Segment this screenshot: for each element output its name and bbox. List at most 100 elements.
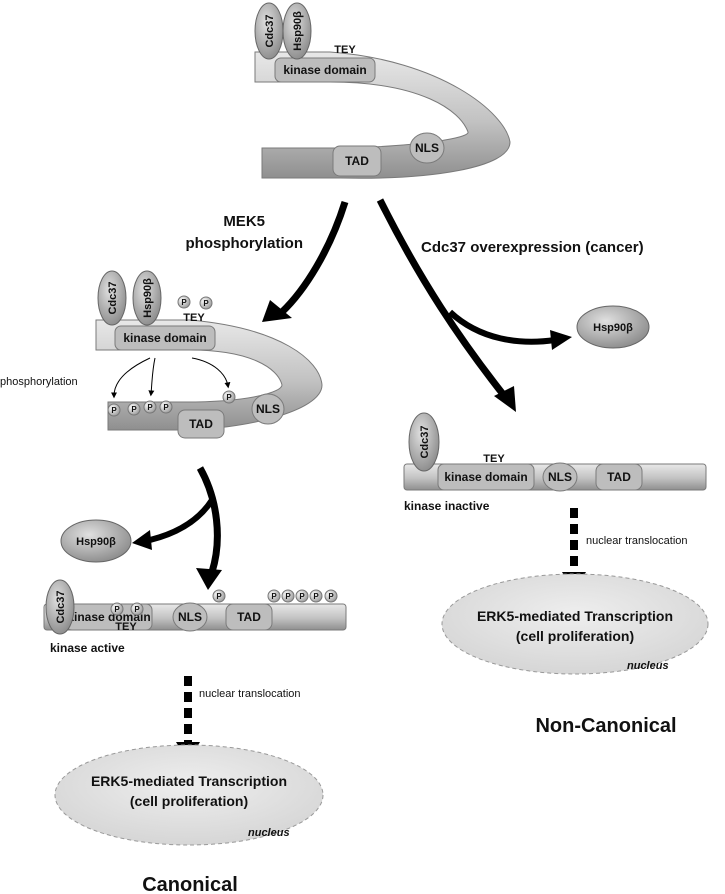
phosphate-circle (281, 589, 295, 603)
kinase-domain-box (114, 325, 216, 351)
phosphate-circle (212, 589, 226, 603)
cdc37-chaperone (97, 270, 127, 326)
phosphate-circle (295, 589, 309, 603)
mek5-label: MEK5 (223, 213, 265, 230)
tey-label: TEY (334, 44, 356, 56)
phosphate-circle (107, 403, 121, 417)
phosphate-label: P (226, 393, 232, 402)
phosphate-circle (222, 390, 236, 404)
erk5-active-linear: kinase domain NLS TAD Cdc37 TEY P P P P … (43, 579, 347, 635)
cdc37-overexpression-label: Cdc37 overexpression (cancer) (421, 239, 644, 256)
erk5-inactive-top: kinase domain TAD NLS Cdc37 Hsp90β TEY (254, 2, 511, 179)
nucleus-left-label: nucleus (248, 827, 290, 839)
phosphate-label: P (163, 403, 169, 412)
tey-label: TEY (483, 453, 505, 465)
cdc37-label: Cdc37 (264, 14, 276, 47)
canonical-title: Canonical (142, 874, 238, 894)
tad-label: TAD (237, 610, 261, 624)
phosphate-circle (267, 589, 281, 603)
nls-label: NLS (548, 470, 572, 484)
erk5-inactive-linear: kinase domain NLS TAD Cdc37 TEY (403, 412, 707, 492)
phosphate-circle (177, 295, 191, 309)
nucleus-right-line1: ERK5-mediated Transcription (477, 608, 673, 624)
tad-label: TAD (189, 417, 213, 431)
kinase-domain-box (437, 463, 535, 491)
nuclear-translocation-right-label: nuclear translocation (586, 535, 688, 547)
phospho-group: P P P P P P P P (110, 589, 338, 616)
phosphorylation-text: phosphorylation (0, 376, 78, 388)
phosphate-circle (130, 602, 144, 616)
nucleus-left (54, 744, 324, 846)
phosphorylation-curved-arrows (111, 357, 231, 399)
tey-label: TEY (115, 621, 137, 633)
phosphate-label: P (181, 298, 187, 307)
nls-box (542, 462, 578, 492)
nls-label: NLS (256, 402, 280, 416)
hsp90-chaperone (132, 270, 162, 326)
kinase-domain-label: kinase domain (283, 63, 366, 77)
tad-box (177, 409, 225, 439)
phospho-group: P P P P P P P (107, 295, 236, 417)
cdc37-label: Cdc37 (55, 590, 67, 623)
kinase-domain-box (274, 57, 376, 83)
phosphate-label: P (216, 592, 222, 601)
nucleus-right (441, 573, 709, 675)
tad-label: TAD (345, 154, 369, 168)
tad-box (595, 463, 643, 491)
cdc37-overexpression-arrow (376, 198, 572, 412)
phosphate-circle (309, 589, 323, 603)
tad-box (225, 603, 273, 631)
tad-box (332, 145, 382, 177)
phosphate-label: P (134, 605, 140, 614)
nls-label: NLS (415, 141, 439, 155)
release-hsp90-arrow (132, 466, 222, 590)
phosphate-circle (127, 402, 141, 416)
nls-label: NLS (178, 610, 202, 624)
hsp90-released-right-label: Hsp90β (593, 322, 633, 334)
hsp90-chaperone (282, 2, 312, 60)
hsp90-released-left (60, 519, 132, 563)
tey-label: TEY (183, 312, 205, 324)
phosphate-label: P (114, 605, 120, 614)
nls-box (409, 132, 445, 164)
phosphate-label: P (147, 403, 153, 412)
kinase-domain-label: kinase domain (123, 331, 206, 345)
phosphate-label: P (313, 592, 319, 601)
hsp90-label: Hsp90β (142, 278, 154, 318)
nuclear-translocation-left-label: nuclear translocation (199, 688, 301, 700)
kinase-inactive-label: kinase inactive (404, 499, 490, 513)
phosphate-label: P (131, 405, 137, 414)
hsp90-label: Hsp90β (292, 11, 304, 51)
cdc37-label: Cdc37 (107, 281, 119, 314)
cdc37-chaperone (408, 412, 440, 472)
kinase-active-label: kinase active (50, 641, 125, 655)
erk5-phosphorylated-middle: kinase domain TAD NLS Cdc37 Hsp90β TEY P… (0, 270, 323, 439)
phosphate-circle (110, 602, 124, 616)
phosphate-label: P (271, 592, 277, 601)
tad-label: TAD (607, 470, 631, 484)
phosphate-circle (324, 589, 338, 603)
phosphate-circle (143, 400, 157, 414)
phosphate-label: P (203, 299, 209, 308)
nucleus-right-label: nucleus (627, 660, 669, 672)
nucleus-left-line1: ERK5-mediated Transcription (91, 773, 287, 789)
phosphate-circle (159, 400, 173, 414)
cdc37-chaperone (45, 579, 75, 635)
nls-box (172, 602, 208, 632)
nls-box (251, 393, 285, 425)
mek5-arrow (262, 200, 349, 322)
phosphate-circle (199, 296, 213, 310)
kinase-domain-label: kinase domain (67, 610, 150, 624)
kinase-domain-label: kinase domain (444, 470, 527, 484)
hsp90-released-left-label: Hsp90β (76, 536, 116, 548)
phosphate-label: P (111, 406, 117, 415)
phosphate-label: P (328, 592, 334, 601)
protein-body (254, 51, 511, 179)
non-canonical-title: Non-Canonical (535, 715, 676, 737)
phosphorylation-label: phosphorylation (186, 235, 304, 252)
hsp90-released-right (576, 305, 650, 349)
phosphate-label: P (285, 592, 291, 601)
phosphate-label: P (299, 592, 305, 601)
nucleus-right-line2: (cell proliferation) (516, 628, 634, 644)
